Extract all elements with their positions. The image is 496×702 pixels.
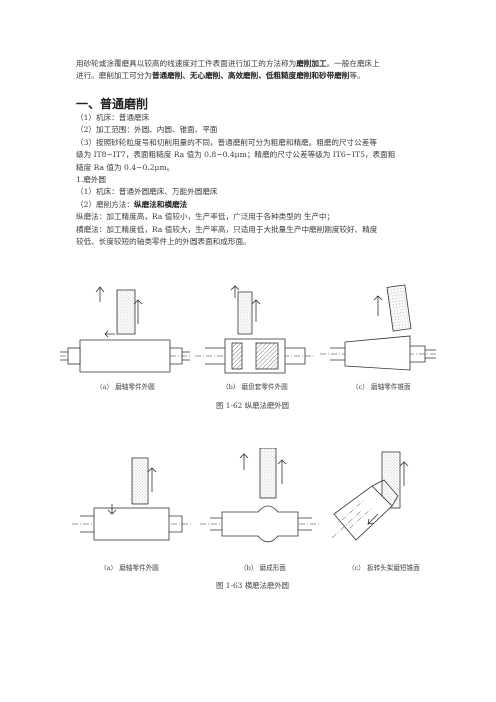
fig62-caption-a: （a） 磨轴零件外圆 <box>96 383 155 391</box>
section-body: （1）机床：普通磨床 （2）加工范围：外圆、内圆、锥面、平面 （3）按照砂轮粒度… <box>76 112 428 248</box>
fig63-caption-b: （b） 磨成形面 <box>240 564 286 572</box>
fig62a-drawing <box>60 286 190 373</box>
subsection-title: 1.磨外圆 <box>76 175 107 185</box>
section-heading: 一、普通磨削 <box>76 97 149 111</box>
intro-bold-categories: 普通磨削、无心磨削、高效磨削、低粗糙度磨削和砂带磨削 <box>151 71 350 81</box>
intro-line-1: 用砂轮或涂覆磨具以较高的线速度对工件表面进行加工的方法称为磨削加工。一般在磨床上 <box>76 59 380 68</box>
plunge-text-2: 较低、长度较短的轴类零件上的外圆表面和成形面。 <box>76 237 251 247</box>
fig62-caption-c: （c） 磨轴零件锥面 <box>352 383 411 391</box>
item-precision-3: 糙度 Ra 值为 0.4~0.2μm。 <box>76 162 175 172</box>
fig62-caption-b: （b） 磨盘套零件外圆 <box>222 383 288 391</box>
plunge-text-1: 横磨法：加工精度低，Ra 值较大，生产率高，只适用于大批量生产中磨削刚度较好、精… <box>76 224 378 234</box>
fig62-title: 图 1-62 纵磨法磨外圆 <box>216 401 290 410</box>
intro-paragraph: 用砂轮或涂覆磨具以较高的线速度对工件表面进行加工的方法称为磨削加工。一般在磨床上… <box>76 58 428 83</box>
item-range: （2）加工范围：外圆、内圆、锥面、平面 <box>76 125 218 135</box>
fig63b-drawing <box>200 448 320 543</box>
fig62c-drawing <box>320 284 438 371</box>
fig63-caption-c: （c） 扳转头架磨短锥面 <box>348 564 420 572</box>
figure-62-drawing <box>60 284 438 374</box>
method-bold: 纵磨法和横磨法 <box>134 199 188 209</box>
sub-item-method: （2）磨削方法：纵磨法和横磨法 <box>76 199 188 209</box>
fig63-caption-a: （a） 磨轴零件外圆 <box>100 564 159 572</box>
fig62b-drawing <box>195 285 315 374</box>
fig63c-drawing <box>331 451 409 541</box>
item-machine: （1）机床：普通磨床 <box>76 113 150 122</box>
figure-63-drawing <box>72 448 409 543</box>
item-precision-1: （3）按照砂轮粒度号和切削用量的不同，普通磨削可分为粗磨和精磨。粗磨的尺寸公差等 <box>76 137 377 147</box>
longitudinal-text: 纵磨法：加工精度高，Ra 值较小，生产率低，广泛用于各种类型的 生产中； <box>76 212 335 222</box>
intro-bold-term: 磨削加工 <box>296 59 327 68</box>
fig63a-drawing <box>72 457 192 541</box>
sub-item-machine: （1）机床：普通外圆磨床、万能外圆磨床 <box>76 187 218 197</box>
fig63-title: 图 1-63 横磨法磨外圆 <box>216 581 290 590</box>
item-precision-2: 级为 IT8~IT7，表面粗糙度 Ra 值为 0.8~0.4μm；精磨的尺寸公差… <box>76 150 396 160</box>
intro-line-2: 进行。磨削加工可分为普通磨削、无心磨削、高效磨削、低粗糙度磨削和砂带磨削等。 <box>76 71 365 81</box>
